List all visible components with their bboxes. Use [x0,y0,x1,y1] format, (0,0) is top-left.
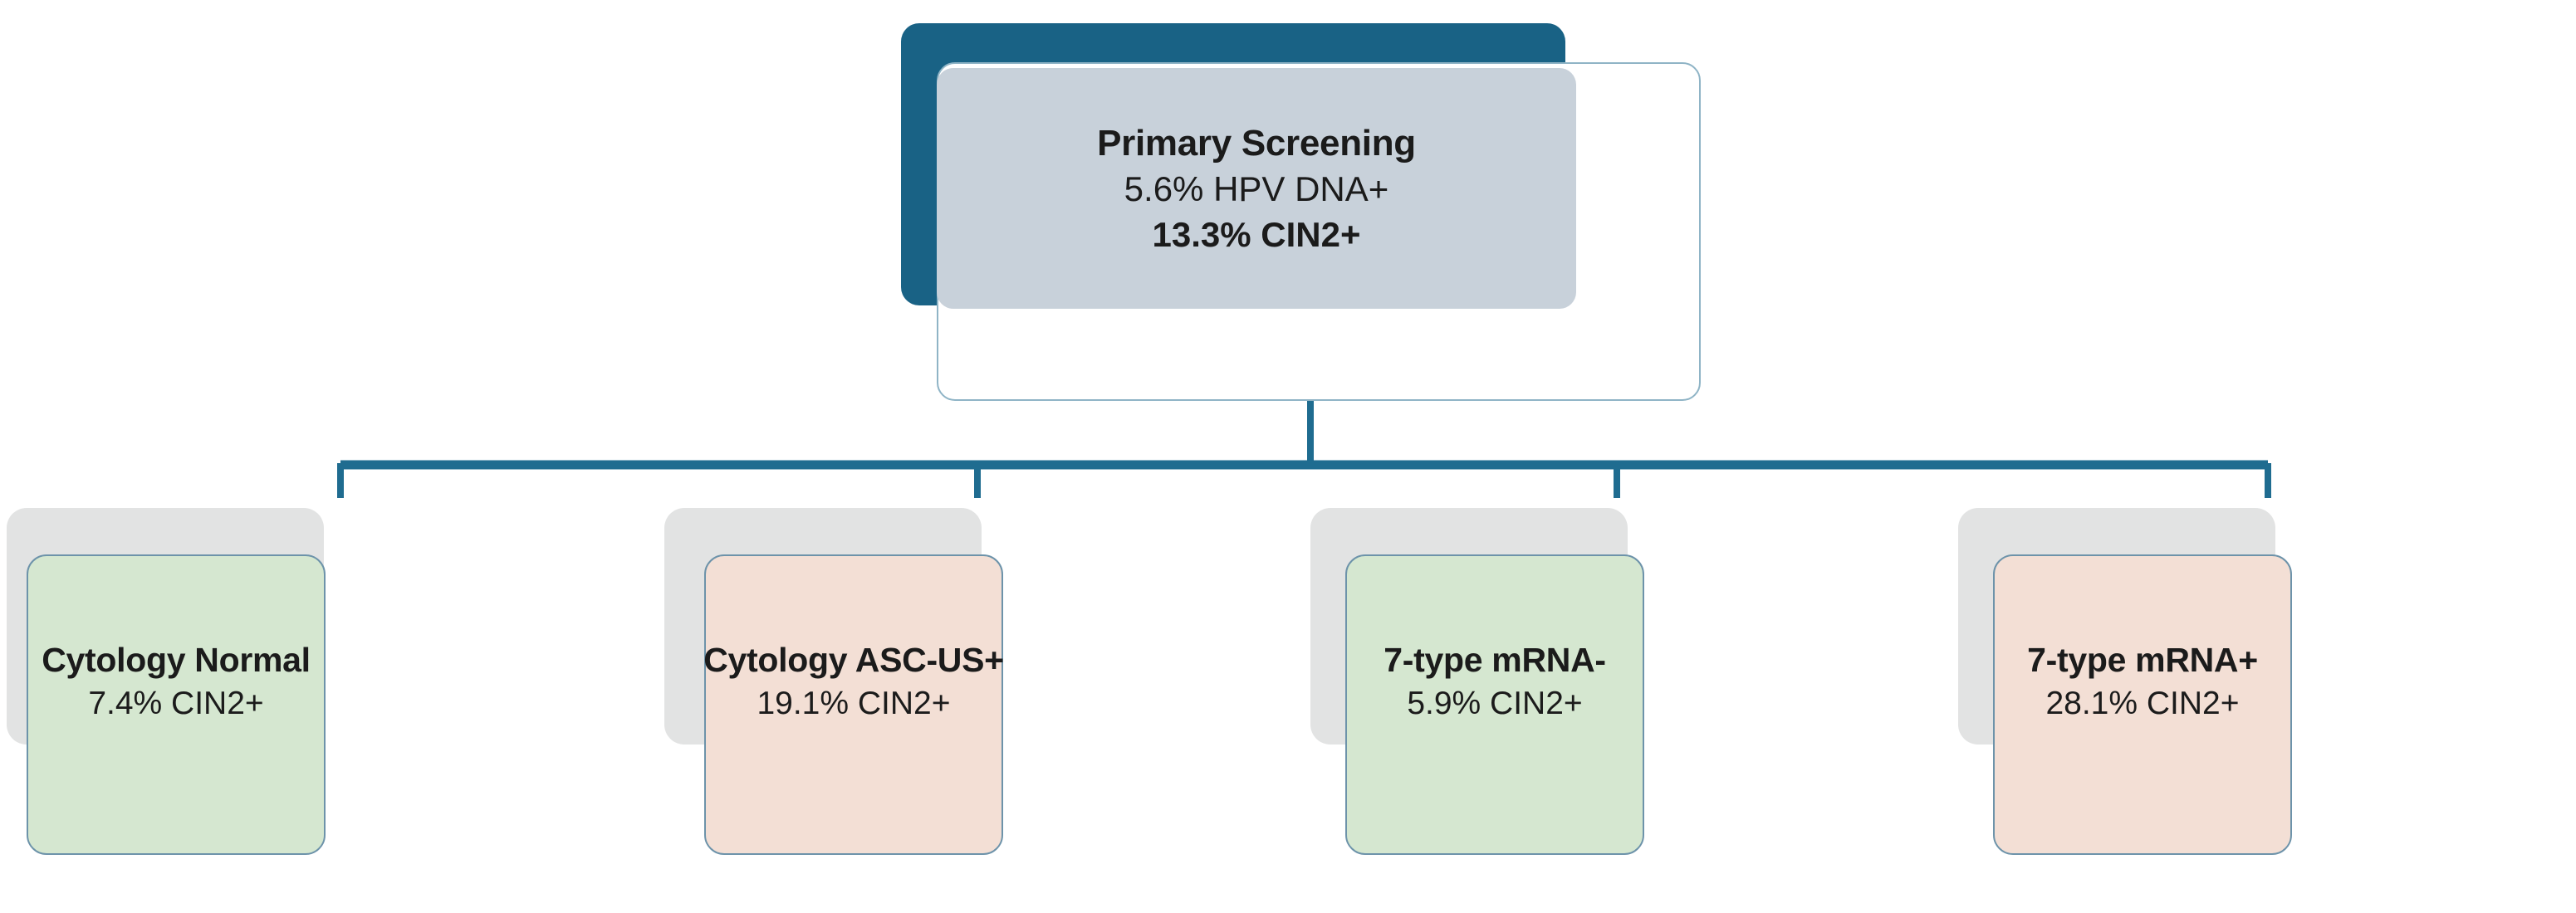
root-node-cin2-rate: 13.3% CIN2+ [1152,214,1361,254]
leaf-value-4: 28.1% CIN2+ [2045,686,2240,722]
root-node-primary-screening[interactable]: Primary Screening 5.6% HPV DNA+ 13.3% CI… [937,68,1576,309]
leaf-node-7-type-mrna-negative[interactable]: 7-type mRNA- 5.9% CIN2+ [1345,554,1644,855]
leaf-value-2: 19.1% CIN2+ [757,686,951,722]
leaf-node-7-type-mrna-positive[interactable]: 7-type mRNA+ 28.1% CIN2+ [1993,554,2292,855]
root-node-hpv-dna-rate: 5.6% HPV DNA+ [1124,169,1389,208]
leaf-text-1: Cytology Normal 7.4% CIN2+ [42,637,311,725]
leaf-value-1: 7.4% CIN2+ [88,686,264,722]
leaf-title-4: 7-type mRNA+ [2027,641,2258,679]
leaf-title-3: 7-type mRNA- [1383,641,1606,679]
leaf-title-2: Cytology ASC-US+ [703,641,1004,679]
leaf-text-3: 7-type mRNA- 5.9% CIN2+ [1383,637,1606,725]
root-node-title: Primary Screening [1097,122,1416,164]
leaf-text-4: 7-type mRNA+ 28.1% CIN2+ [2027,637,2258,725]
leaf-node-cytology-normal[interactable]: Cytology Normal 7.4% CIN2+ [27,554,326,855]
leaf-title-1: Cytology Normal [42,641,311,679]
leaf-value-3: 5.9% CIN2+ [1407,686,1583,722]
leaf-text-2: Cytology ASC-US+ 19.1% CIN2+ [703,637,1004,725]
leaf-node-cytology-asc-us-plus[interactable]: Cytology ASC-US+ 19.1% CIN2+ [703,554,1004,855]
